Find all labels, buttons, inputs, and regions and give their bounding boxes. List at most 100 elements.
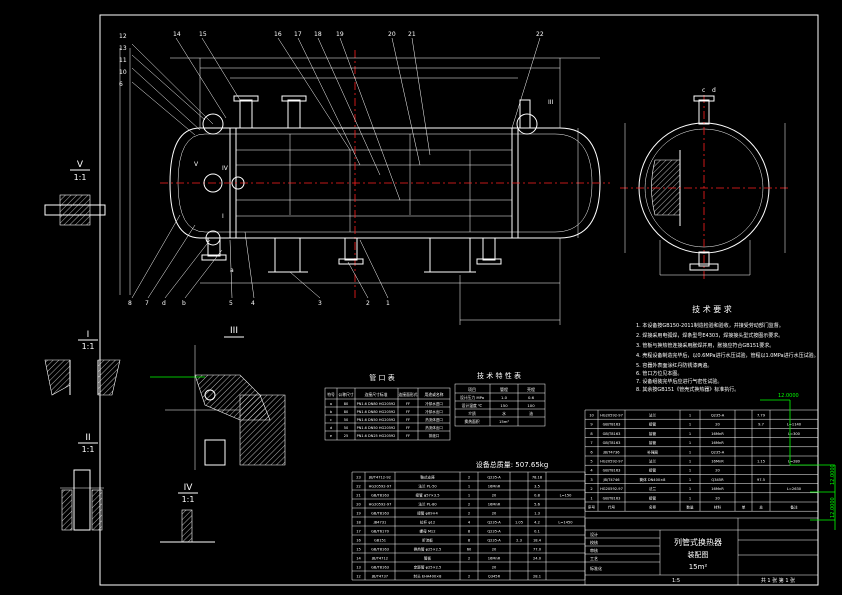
bom-left-cell: 2: [468, 557, 470, 561]
nozzle-table-cell: 25: [344, 434, 348, 438]
svg-text:8. 其余按GB151《管壳式换热器》标准执行。: 8. 其余按GB151《管壳式换热器》标准执行。: [636, 386, 739, 393]
bom-left-cell: 螺母 M12: [419, 529, 435, 534]
bom-left-cell: 5.6: [534, 503, 540, 507]
svg-text:3. 管板与换热管连接采用胀焊并用，胀接应符合GB151要求: 3. 管板与换热管连接采用胀焊并用，胀接应符合GB151要求。: [636, 342, 774, 349]
bom-left-cell: 17: [356, 530, 361, 534]
detail-v: V 1:1: [44, 160, 106, 226]
svg-text:II: II: [85, 433, 90, 443]
bom-left-cell: 77.0: [533, 548, 542, 552]
bom-left-cell: 20: [492, 548, 497, 552]
bom-right-cell: Q235-A: [711, 414, 725, 418]
bom-left-cell: 24.0: [533, 557, 542, 561]
bom-left-cell: 2: [468, 575, 470, 579]
svg-text:20: 20: [388, 31, 396, 38]
svg-text:4. 壳程设备制造完毕后，以0.6MPa进行水压试验，管程以: 4. 壳程设备制造完毕后，以0.6MPa进行水压试验，管程以1.0MPa进行水压…: [636, 352, 819, 359]
bom-right-cell: GB/T8163: [603, 423, 621, 427]
bom-right-cell: 1: [689, 460, 691, 464]
tech-char-cell: 换热面积: [464, 419, 479, 424]
bom-left-cell: 16MnR: [488, 485, 501, 489]
bom-right-cell: 法兰: [649, 486, 657, 491]
tech-char-cell: 100: [527, 403, 535, 408]
bom-right-cell: Q235-A: [711, 450, 725, 454]
nozzle-table-cell: 80: [344, 402, 348, 406]
nozzle-table-cell: 50: [344, 418, 348, 422]
nozzle-table-cell: c: [330, 418, 332, 422]
tech-char-cell: 15m²: [499, 419, 510, 424]
bom-right-header: 数量: [686, 505, 694, 510]
bom-right-header: 总: [759, 505, 763, 510]
svg-text:16: 16: [274, 31, 282, 38]
nozzle-table-cell: PN1.6 DN50 HG20592: [357, 426, 396, 430]
nozzle-table-cell: FF: [406, 418, 410, 422]
tech-char-cell: 水: [502, 411, 506, 416]
svg-text:工艺: 工艺: [590, 556, 598, 561]
svg-text:14: 14: [173, 31, 181, 38]
detail-iii: III: [150, 326, 286, 470]
bom-right-header: 名称: [649, 505, 657, 510]
bom-left-cell: 12: [356, 575, 361, 579]
nozzle-table-cell: PN1.6 DN50 HG20592: [357, 418, 396, 422]
bom-right-cell: 2: [590, 487, 592, 491]
svg-text:设备总质量: 507.65kg: 设备总质量: 507.65kg: [476, 460, 549, 469]
bom-left-cell: 13: [356, 566, 361, 570]
bom-right-cell: 97.5: [757, 478, 765, 482]
svg-text:项目: 项目: [468, 386, 476, 392]
bom-right-cell: 补强圈: [647, 449, 658, 454]
dimension-highlights: 12.0000 12.0000 12.0000: [760, 393, 836, 530]
svg-text:技 术 要 求: 技 术 要 求: [692, 304, 732, 314]
bom-left-cell: L=150: [560, 494, 573, 498]
svg-text:21: 21: [408, 31, 416, 38]
svg-text:标准化: 标准化: [590, 565, 602, 571]
bom-left-cell: L=1450: [558, 521, 573, 525]
bom-left-cell: 16MnR: [488, 503, 501, 507]
tech-char-cell: 0.6: [528, 395, 535, 400]
bom-left-cell: JB/T4737: [371, 575, 388, 579]
bom-left-cell: 封头 EHA400×8: [414, 574, 443, 579]
bom-left-cell: 2: [468, 476, 470, 480]
bom-left-cell: GB/T8163: [371, 494, 389, 498]
bom-right-cell: 9: [590, 423, 593, 427]
bom-right-cell: 法兰: [649, 413, 657, 418]
bom-right-cell: 5: [590, 460, 592, 464]
bom-left-cell: 1: [468, 485, 470, 489]
svg-text:1:1: 1:1: [182, 495, 195, 504]
svg-text:12: 12: [119, 33, 127, 40]
svg-text:17: 17: [294, 31, 302, 38]
bom-left-cell: GB151: [374, 539, 386, 543]
svg-text:19: 19: [336, 31, 344, 38]
svg-text:2: 2: [366, 300, 370, 307]
svg-text:6: 6: [119, 81, 123, 88]
bom-right-cell: 20: [715, 469, 720, 473]
svg-text:III: III: [548, 99, 554, 106]
bom-right-cell: 接管: [649, 468, 657, 473]
bom-left-cell: 60: [467, 548, 472, 552]
bom-right-cell: 1: [689, 450, 691, 454]
bom-left-cell: GB/T8163: [371, 566, 389, 570]
bom-left-cell: Q235-A: [487, 476, 501, 480]
tech-char-cell: 设计温度 ℃: [462, 403, 483, 408]
bom-left-cell: 19: [356, 512, 361, 516]
svg-text:I: I: [87, 330, 90, 340]
bom-right-cell: 16MnR: [711, 441, 724, 445]
bom-left-cell: GB/T8163: [371, 512, 389, 516]
svg-text:公称尺寸: 公称尺寸: [338, 392, 353, 397]
svg-text:2. 焊接采用电弧焊，焊条型号E4303，焊接接头型式按图示: 2. 焊接采用电弧焊，焊条型号E4303，焊接接头型式按图示要求。: [636, 332, 783, 339]
svg-text:12.0000: 12.0000: [778, 393, 799, 399]
bom-right-cell: 4: [590, 469, 593, 473]
bom-left-cell: 接管 φ57×3.5: [416, 493, 440, 498]
svg-text:a: a: [230, 267, 234, 274]
bom-right-cell: 16MnR: [711, 487, 724, 491]
bom-left-cell: 20: [492, 512, 497, 516]
bom-left-cell: 28.1: [533, 575, 541, 579]
bom-right-cell: GB/T8163: [603, 496, 621, 500]
bom-right-cell: L=2630: [787, 487, 802, 491]
bom-right-cell: HG20592-97: [600, 414, 623, 418]
svg-text:管程: 管程: [500, 386, 508, 392]
bom-left-cell: 18.4: [533, 539, 542, 543]
svg-text:I: I: [222, 213, 224, 220]
part-numbers: 12 13 11 10 6 14 15 16 17 18 19 20 21 22…: [119, 31, 716, 307]
svg-text:1:1: 1:1: [82, 342, 95, 351]
bom-left-cell: 16: [356, 539, 361, 543]
tech-char-cell: 150: [500, 403, 508, 408]
